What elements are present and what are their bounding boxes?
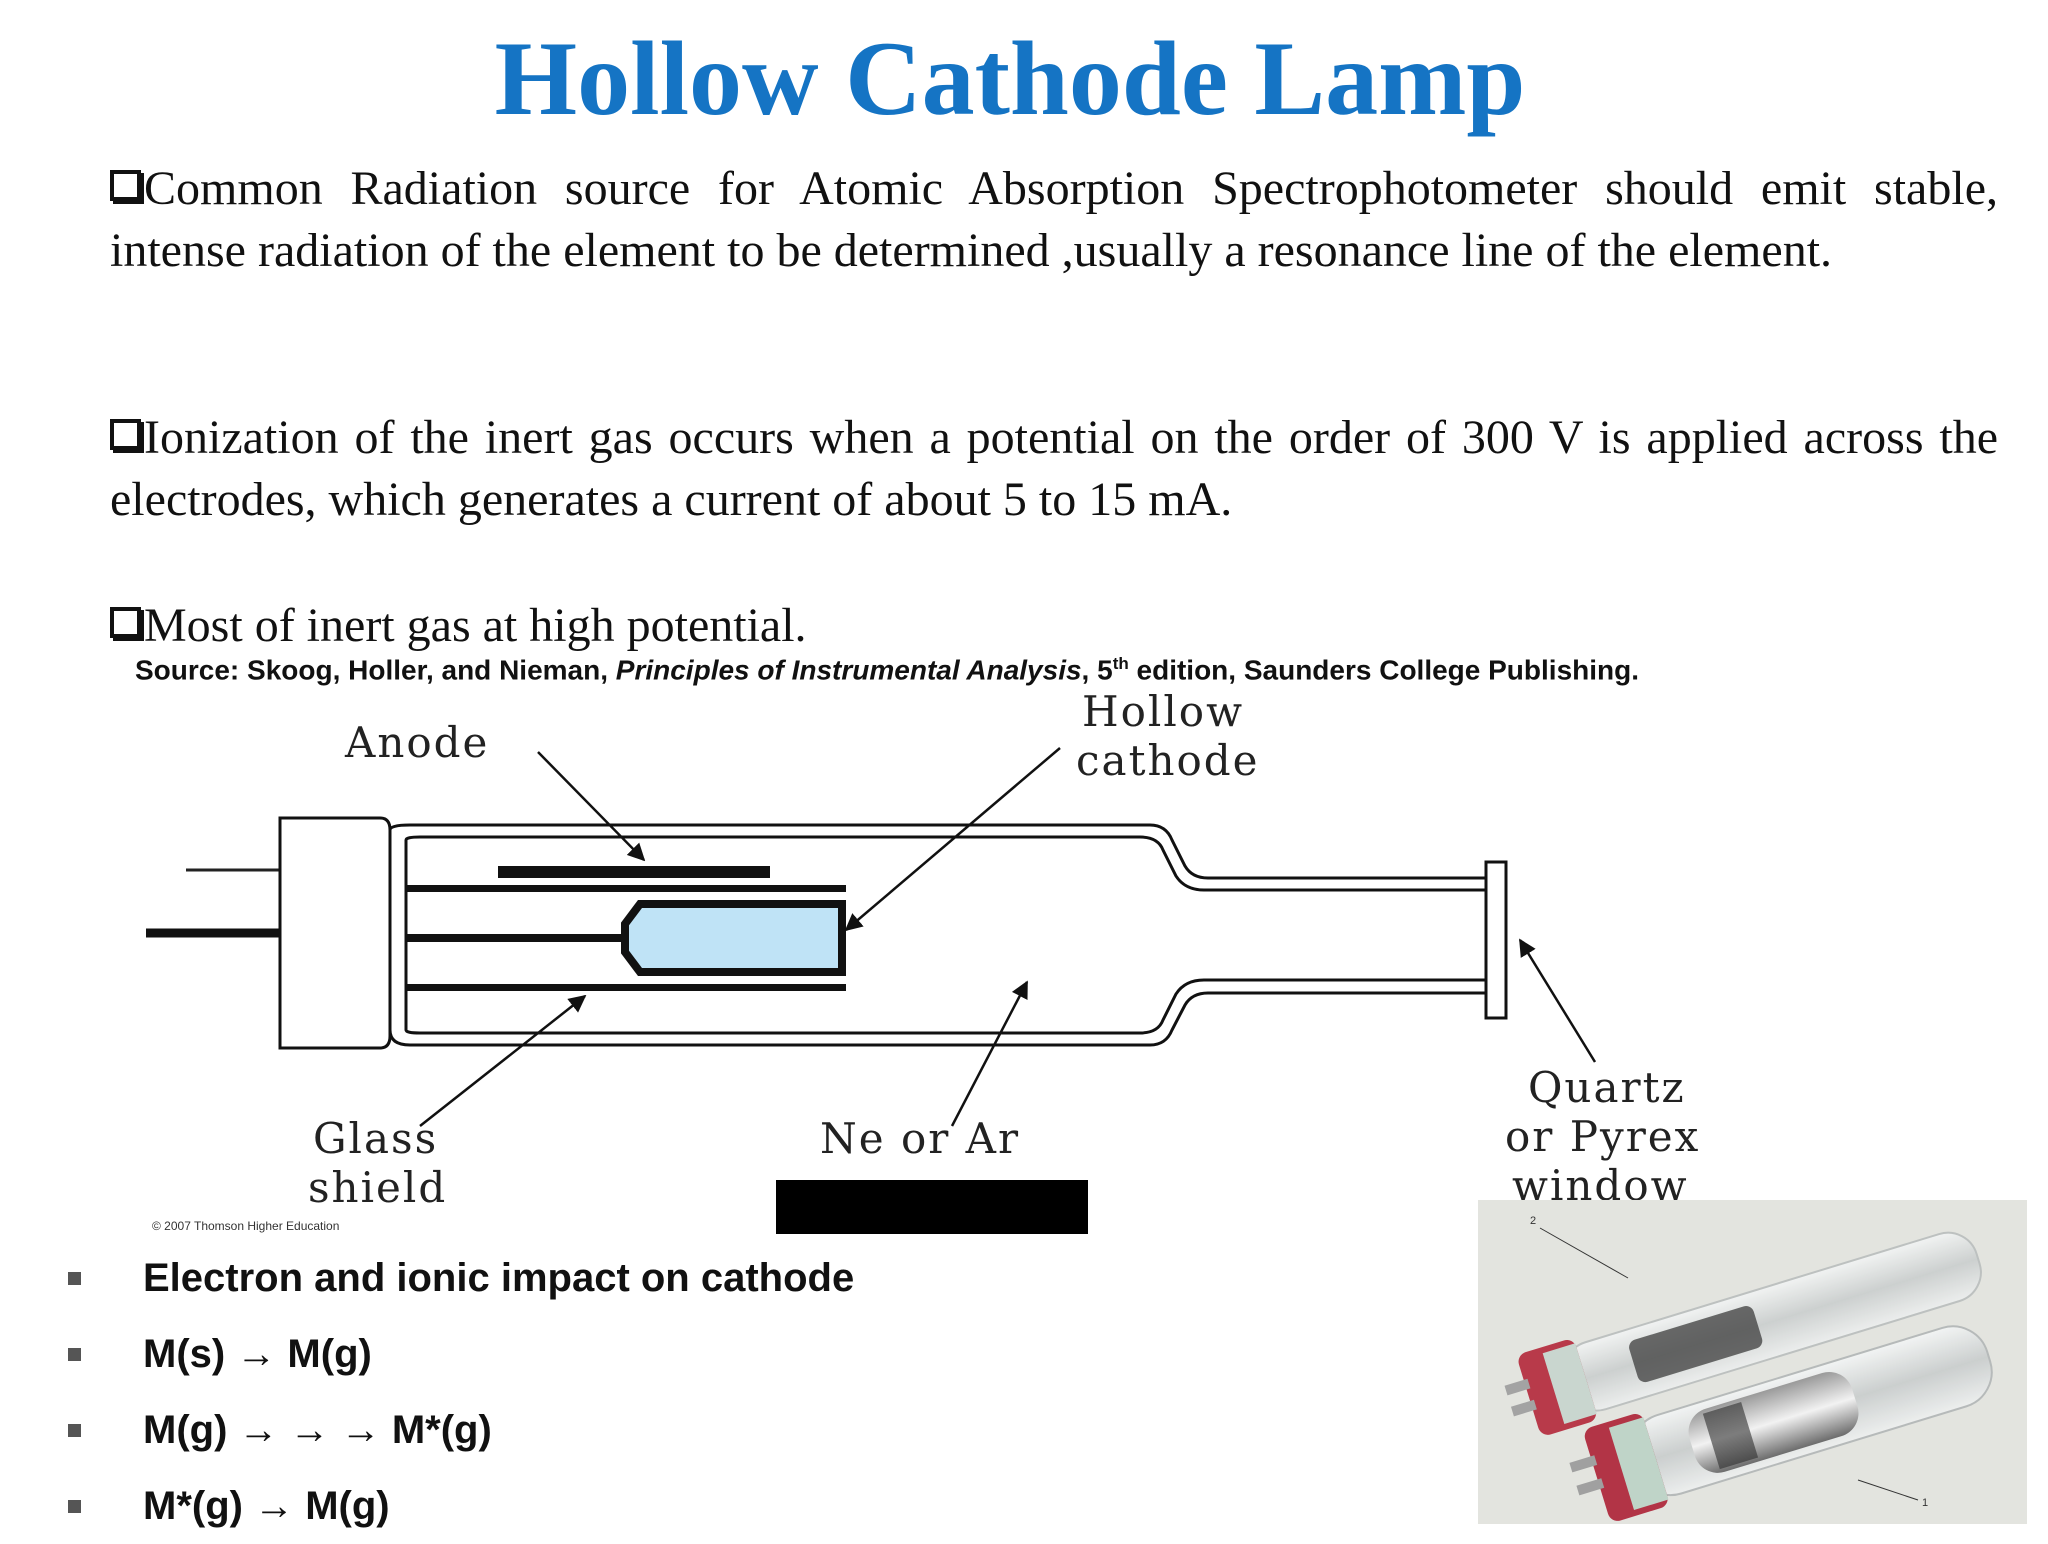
glass-envelope-inner bbox=[404, 835, 1486, 1035]
source-prefix: Source: Skoog, Holler, and Nieman, bbox=[135, 654, 616, 686]
list-item-text: M(g) → → → M*(g) bbox=[143, 1407, 492, 1452]
source-edition: , 5 bbox=[1081, 654, 1113, 686]
source-edition-sup: th bbox=[1112, 654, 1129, 673]
lamp-photo-illustration: 2 1 bbox=[1478, 1200, 2027, 1524]
lamp-diagram: Anode Hollow cathode Glass shield Ne or … bbox=[146, 690, 1700, 1233]
glass-envelope-outer bbox=[388, 823, 1486, 1047]
label-hollow: Hollow bbox=[1082, 690, 1244, 736]
glass-shield-bottom bbox=[406, 984, 846, 991]
paragraph-1-text: Common Radiation source for Atomic Absor… bbox=[110, 162, 1998, 277]
lamp-back bbox=[1504, 1231, 1982, 1435]
checkbox-bullet-icon bbox=[110, 607, 141, 638]
lamp-front bbox=[1569, 1325, 1993, 1521]
lamp-base bbox=[278, 816, 392, 1050]
anode-bar bbox=[498, 866, 770, 878]
gas-arrow bbox=[950, 980, 1029, 1127]
list-item: M(g) → → → M*(g) bbox=[68, 1392, 854, 1468]
label-quartz: Quartz bbox=[1528, 1063, 1686, 1112]
photo-pointer-2 bbox=[1539, 1227, 1629, 1279]
label-gas: Ne or Ar bbox=[820, 1114, 1020, 1163]
window-arrow bbox=[1518, 938, 1597, 1063]
label-pyrex: or Pyrex bbox=[1505, 1112, 1700, 1161]
list-item: Electron and ionic impact on cathode bbox=[68, 1240, 854, 1316]
checkbox-bullet-icon bbox=[110, 419, 141, 450]
quartz-window bbox=[1484, 860, 1508, 1020]
photo-label-1: 1 bbox=[1922, 1497, 1928, 1509]
list-item-text: Electron and ionic impact on cathode bbox=[143, 1255, 855, 1300]
label-cathode: cathode bbox=[1076, 736, 1260, 785]
photo-label-2: 2 bbox=[1530, 1215, 1536, 1227]
cathode-arrow bbox=[844, 747, 1061, 932]
paragraph-3: Most of inert gas at high potential. bbox=[110, 595, 1998, 657]
label-shield: shield bbox=[308, 1163, 447, 1212]
checkbox-bullet-icon bbox=[110, 170, 141, 201]
glass-shield-top bbox=[406, 885, 846, 892]
hollow-cathode bbox=[621, 900, 846, 976]
square-bullet-icon bbox=[68, 1423, 81, 1437]
list-item: M*(g) → M(g) bbox=[68, 1468, 854, 1544]
paragraph-2: Ionization of the inert gas occurs when … bbox=[110, 407, 1998, 531]
paragraph-3-text: Most of inert gas at high potential. bbox=[144, 599, 807, 652]
source-book-title: Principles of Instrumental Analysis bbox=[615, 654, 1082, 686]
slide-title: Hollow Cathode Lamp bbox=[494, 20, 1526, 137]
list-item-text: M*(g) → M(g) bbox=[143, 1483, 390, 1528]
lamp-photo: 2 1 bbox=[1478, 1200, 2027, 1524]
square-bullet-icon bbox=[68, 1271, 81, 1285]
source-suffix: edition, Saunders College Publishing. bbox=[1128, 654, 1640, 686]
glass-shield-arrow bbox=[419, 994, 587, 1127]
square-bullet-icon bbox=[68, 1499, 81, 1513]
paragraph-1: Common Radiation source for Atomic Absor… bbox=[110, 158, 1998, 282]
label-anode: Anode bbox=[344, 718, 489, 767]
label-glass: Glass bbox=[313, 1114, 438, 1163]
redaction-bar bbox=[776, 1180, 1088, 1234]
anode-arrow bbox=[537, 751, 646, 862]
square-bullet-icon bbox=[68, 1347, 81, 1361]
list-item: M(s) → M(g) bbox=[68, 1316, 854, 1392]
source-citation: Source: Skoog, Holler, and Nieman, Princ… bbox=[135, 654, 1639, 686]
copyright-note: © 2007 Thomson Higher Education bbox=[152, 1219, 339, 1233]
list-item-text: M(s) → M(g) bbox=[143, 1331, 372, 1376]
bullet-list: Electron and ionic impact on cathode M(s… bbox=[68, 1240, 854, 1544]
paragraph-2-text: Ionization of the inert gas occurs when … bbox=[110, 411, 1998, 526]
photo-pointer-1 bbox=[1857, 1479, 1919, 1501]
